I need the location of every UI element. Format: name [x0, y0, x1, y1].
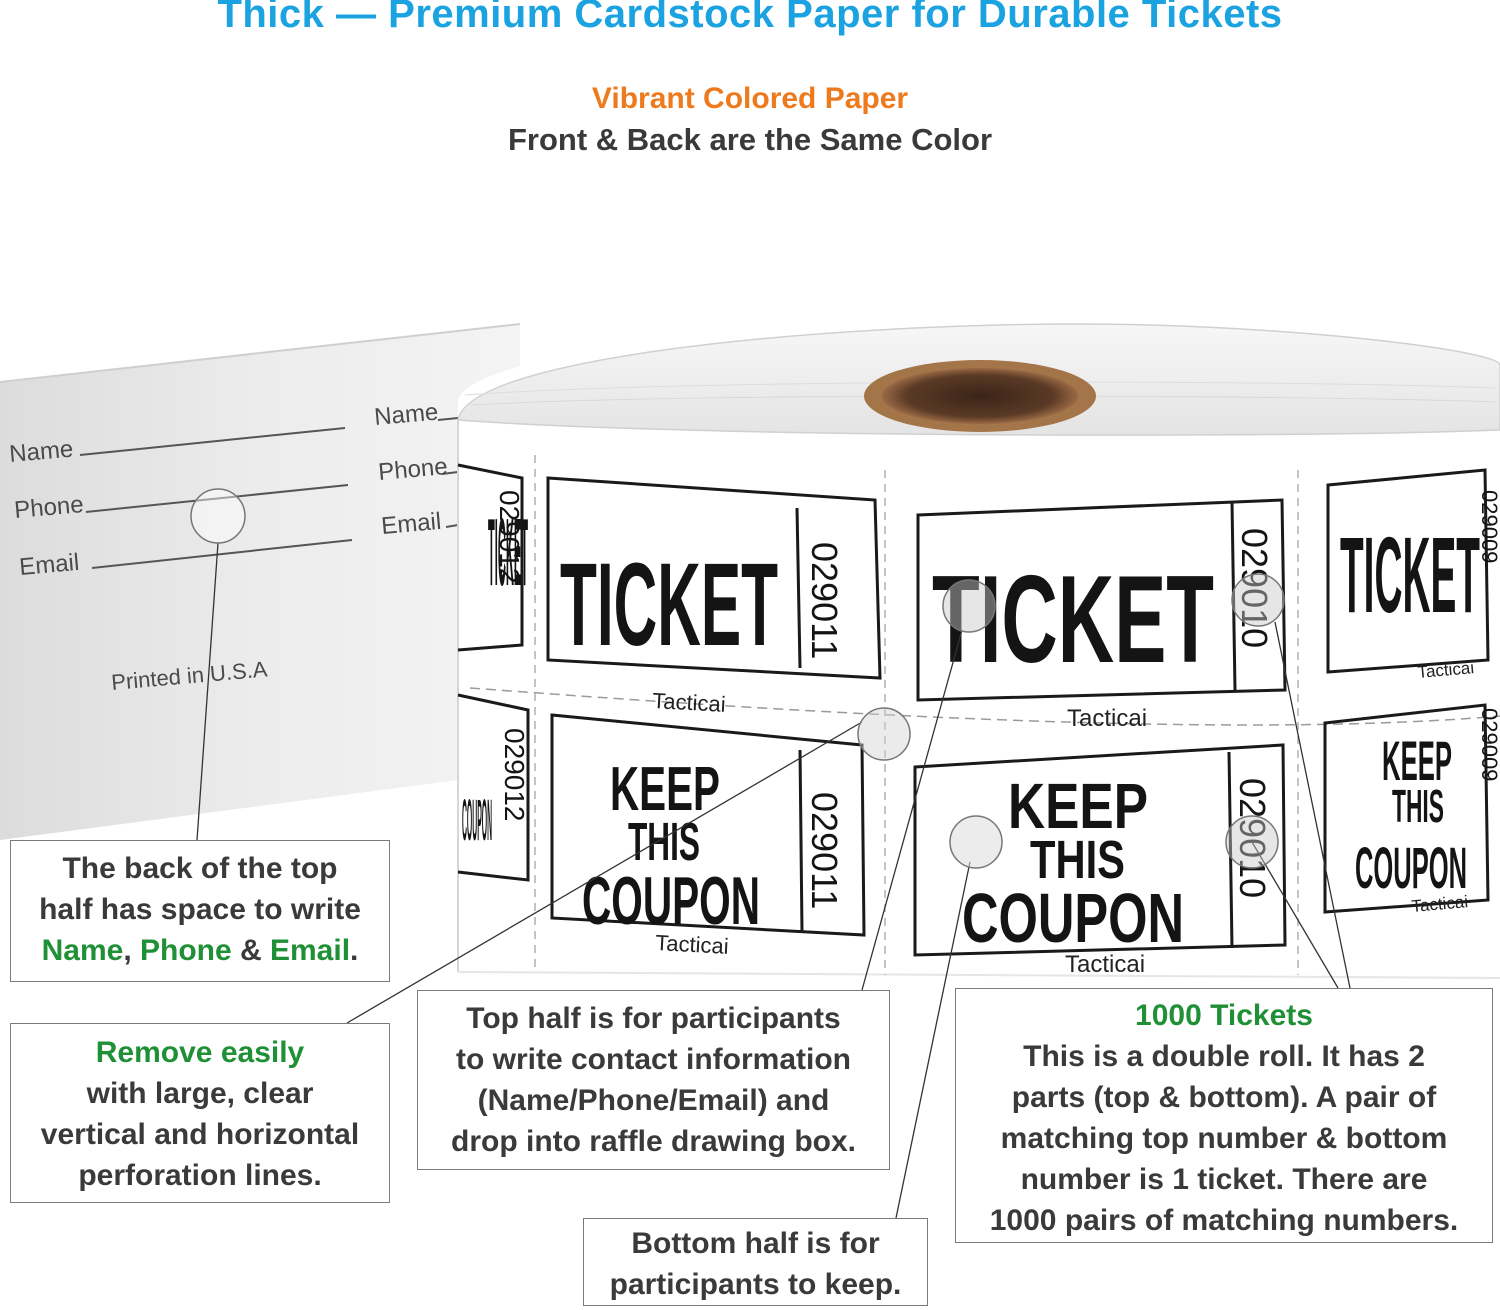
- ticket-frames: [457, 463, 1490, 957]
- highlight-circle-strip: [190, 488, 246, 544]
- brand-label-1: Tacticai: [652, 688, 727, 717]
- callout-back-phone: Phone: [139, 934, 232, 967]
- highlight-circle-bottom-ticket: [949, 815, 1003, 869]
- this-word-3: THIS: [1392, 780, 1444, 832]
- ticket-word-3: TICKET: [1340, 514, 1480, 635]
- callout-top-line4: drop into raffle drawing box.: [451, 1125, 856, 1158]
- callout-back-sep2: &: [231, 934, 270, 967]
- callout-top-line1: Top half is for participants: [466, 1002, 841, 1035]
- callout-remove-line1: with large, clear: [86, 1077, 314, 1110]
- callout-back-name: Name: [41, 934, 124, 967]
- highlight-circles: [190, 488, 1285, 869]
- callout-bottom-line2: participants to keep.: [609, 1268, 902, 1301]
- callout-remove-line3: perforation lines.: [78, 1159, 322, 1192]
- callout-count-line5: 1000 pairs of matching numbers.: [989, 1204, 1459, 1237]
- ticket-word-partial-1: TICKET: [488, 499, 528, 606]
- coupon-word-2: COUPON: [962, 879, 1184, 957]
- ticket-word-1: TICKET: [560, 539, 778, 671]
- callout-remove-line2: vertical and horizontal: [40, 1118, 360, 1151]
- callout-count-line4: number is 1 ticket. There are: [1020, 1163, 1428, 1196]
- leader-lines: [196, 542, 1351, 1219]
- callout-back-line3: Name, Phone & Email.: [11, 930, 389, 971]
- highlight-circle-number-bottom: [1225, 815, 1279, 869]
- callout-bottom-half: Bottom half is for participants to keep.: [583, 1218, 928, 1306]
- brand-label-5: Tacticai: [1065, 951, 1145, 978]
- paper-strip: [0, 323, 521, 840]
- keep-word-1: KEEP: [610, 755, 720, 824]
- serial-number-4: 029010: [1232, 778, 1273, 898]
- this-word-2: THIS: [1030, 830, 1125, 890]
- callout-back-sep1: ,: [123, 934, 140, 967]
- ticket-word-2: TICKET: [932, 551, 1214, 689]
- callout-remove-heading: Remove easily: [95, 1036, 305, 1069]
- serial-number-6: 029012: [499, 728, 530, 821]
- callout-back-line2: half has space to write: [39, 893, 361, 926]
- callout-count-heading: 1000 Tickets: [1135, 999, 1313, 1032]
- ticket-roll: [457, 315, 1500, 979]
- callout-back-email: Email: [270, 934, 351, 967]
- callout-count-line3: matching top number & bottom: [1000, 1122, 1448, 1155]
- strip-phone-label-2: Phone: [377, 453, 448, 486]
- subtitle: Front & Back are the Same Color: [507, 122, 993, 157]
- callout-remove-easily: Remove easily with large, clear vertical…: [10, 1023, 390, 1203]
- brand-label-3: Tacticai: [1417, 658, 1475, 682]
- callout-top-line3: (Name/Phone/Email) and: [477, 1084, 830, 1117]
- callout-top-half: Top half is for participants to write co…: [417, 990, 890, 1170]
- callout-back-line1: The back of the top: [62, 852, 338, 885]
- serial-number-3: 029011: [804, 792, 845, 909]
- highlight-circle-top-ticket: [942, 579, 996, 633]
- this-word-1: THIS: [628, 812, 700, 872]
- highlight-circle-perforation: [857, 707, 911, 761]
- callout-count-line1: This is a double roll. It has 2: [1023, 1040, 1425, 1073]
- callout-back-end: .: [350, 934, 359, 967]
- coupon-word-1: COUPON: [582, 863, 760, 939]
- callout-ticket-count: 1000 Tickets This is a double roll. It h…: [955, 988, 1493, 1243]
- serial-number-7: 029009: [1477, 490, 1500, 563]
- strip-name-label-2: Name: [373, 398, 439, 430]
- serial-number-8: 029009: [1477, 708, 1500, 781]
- strip-phone-label: Phone: [13, 491, 84, 524]
- keep-word-3: KEEP: [1382, 729, 1452, 792]
- serial-number-2: 029010: [1234, 528, 1275, 648]
- headline-title: Thick — Premium Cardstock Paper for Dura…: [217, 0, 1283, 36]
- serial-number-1: 029011: [804, 542, 845, 659]
- callout-top-line2: to write contact information: [455, 1043, 851, 1076]
- keep-word-2: KEEP: [1008, 770, 1148, 842]
- strip-name-label: Name: [8, 435, 74, 467]
- callout-back-side: The back of the top half has space to wr…: [10, 840, 390, 982]
- strip-email-label: Email: [18, 549, 80, 581]
- callout-bottom-line1: Bottom half is for: [631, 1227, 880, 1260]
- serial-number-5: 029012: [494, 490, 525, 583]
- brand-label-4: Tacticai: [655, 930, 730, 959]
- strip-email-label-2: Email: [380, 508, 442, 540]
- coupon-word-partial: COUPON: [462, 788, 492, 853]
- coupon-word-3: COUPON: [1355, 836, 1467, 901]
- brand-label-6: Tacticai: [1411, 892, 1469, 916]
- callout-count-line2: parts (top & bottom). A pair of: [1011, 1081, 1437, 1114]
- brand-label-2: Tacticai: [1067, 705, 1147, 732]
- subtitle-accent: Vibrant Colored Paper: [591, 82, 909, 115]
- highlight-circle-number-top: [1231, 573, 1285, 627]
